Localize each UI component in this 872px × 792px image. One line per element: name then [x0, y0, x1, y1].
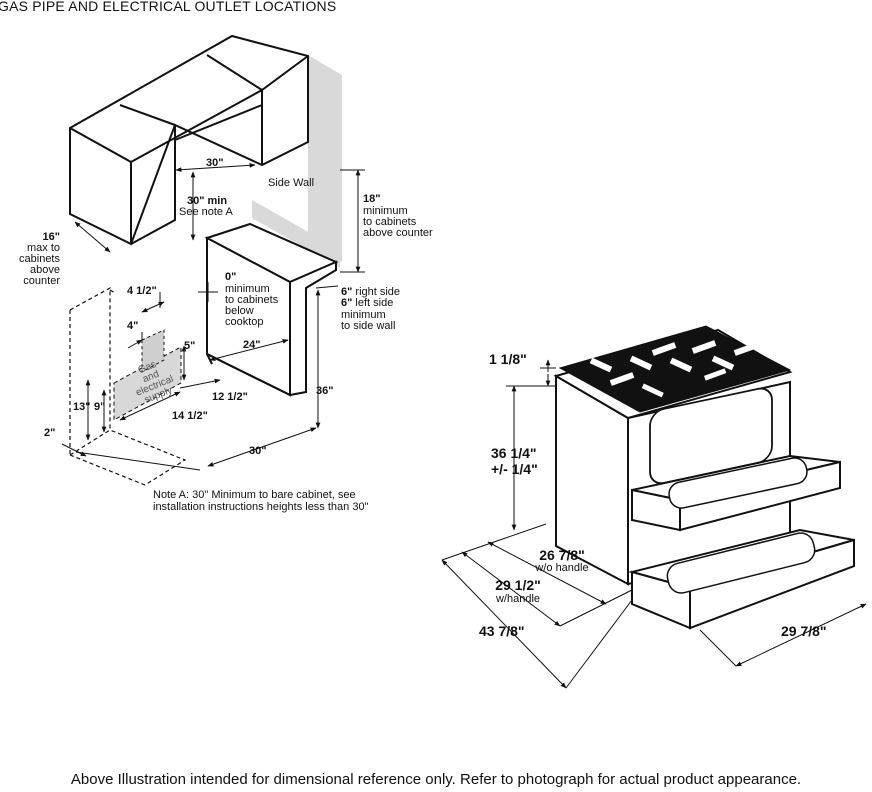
dim-5: 5": [184, 340, 196, 352]
page-title: GAS PIPE AND ELECTRICAL OUTLET LOCATIONS: [0, 0, 337, 14]
right-side-label: 6" right side: [341, 286, 401, 298]
burner-grates: [558, 325, 792, 413]
dim-24: 24": [243, 339, 261, 351]
dim-2: 2": [44, 427, 56, 439]
dim-30-top: 30": [206, 157, 224, 169]
installation-dimension-lines: [61, 162, 365, 471]
range-dimension-lines: [441, 359, 867, 689]
dim-26-7-8: 26 7/8": [539, 547, 585, 563]
min-side-wall-text: minimum to side wall: [341, 309, 396, 332]
dim-18-text: minimum to cabinets above counter: [363, 205, 433, 239]
dim-12-5: 12 1/2": [212, 391, 248, 403]
dim-9: 9": [94, 401, 106, 413]
dim-tolerance: +/- 1/4": [491, 461, 538, 477]
dim-13: 13": [73, 401, 91, 413]
left-side-label: 6" left side: [341, 297, 394, 309]
side-wall-label: Side Wall: [268, 177, 315, 189]
dim-29-7-8: 29 7/8": [781, 623, 827, 639]
dim-30-bottom: 30": [249, 445, 267, 457]
dim-30-min: 30" min: [187, 195, 228, 207]
disclaimer: Above Illustration intended for dimensio…: [70, 771, 802, 788]
dim-4-5: 4 1/2": [127, 285, 157, 297]
cabinet-installation-drawing: [69, 34, 342, 486]
dim-14-5: 14 1/2": [172, 410, 208, 422]
dim-36: 36": [316, 385, 334, 397]
wo-handle-label: w/o handle: [535, 562, 589, 574]
dim-43-7-8: 43 7/8": [479, 623, 525, 639]
dim-0: 0": [225, 271, 237, 283]
see-note-a: See note A: [179, 206, 233, 218]
dim-0-text: minimum to cabinets below cooktop: [225, 283, 279, 328]
dim-1-1-8: 1 1/8": [489, 351, 527, 367]
dim-4: 4": [127, 320, 139, 332]
dim-16: 16": [42, 231, 60, 243]
note-a: Note A: 30" Minimum to bare cabinet, see…: [153, 489, 369, 513]
dim-18: 18": [363, 193, 381, 205]
dim-36-1-4: 36 1/4": [491, 445, 537, 461]
max-to-cabinets-text: max to cabinets above counter: [19, 242, 60, 287]
w-handle-label: w/handle: [495, 593, 541, 605]
dim-29-1-2: 29 1/2": [495, 577, 541, 593]
